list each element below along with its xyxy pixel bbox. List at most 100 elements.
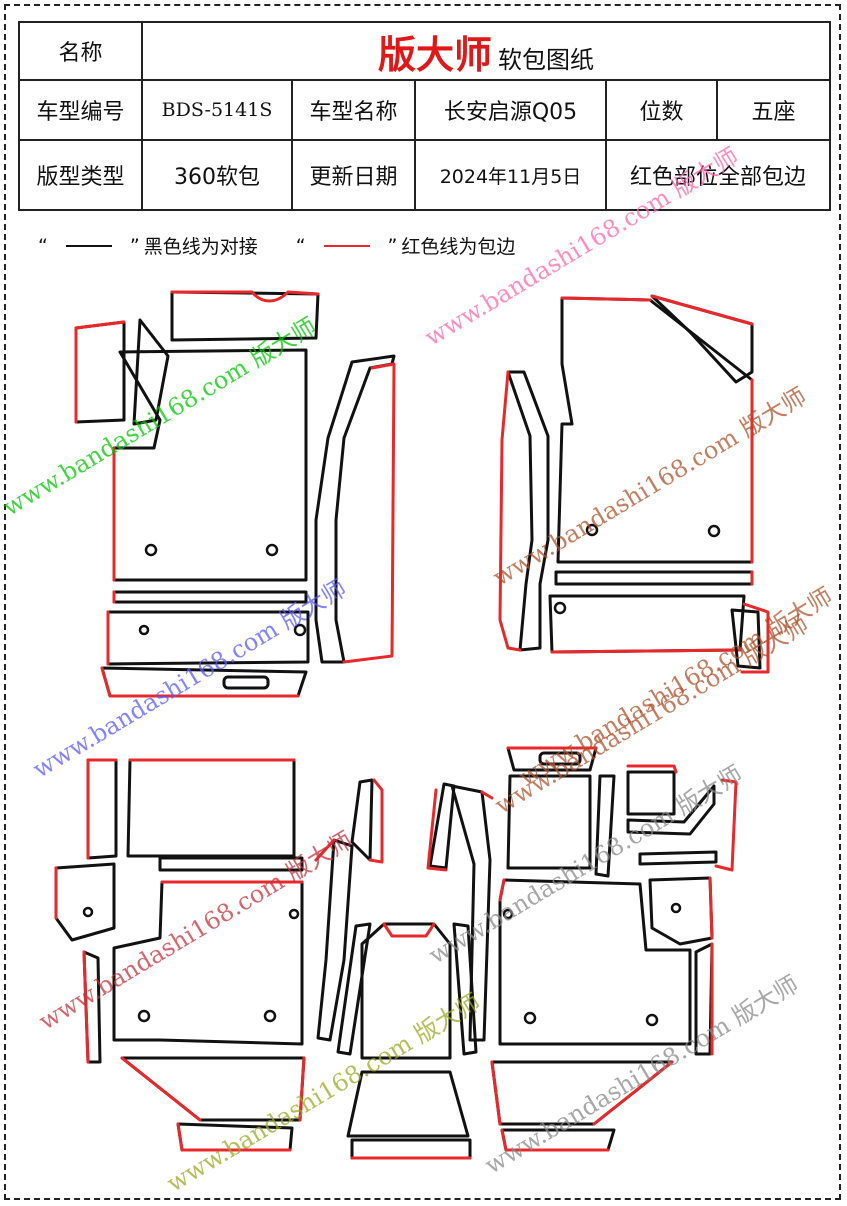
model-name-value: 长安启源Q05 xyxy=(414,79,607,141)
hole-lr-3 xyxy=(645,1013,659,1027)
update-date-label: 更新日期 xyxy=(291,139,416,211)
edge-ur-main xyxy=(560,296,754,564)
piece-ul-top xyxy=(170,290,320,342)
slot-lr-top xyxy=(538,751,582,766)
center-pieces xyxy=(336,922,478,1160)
edge-ll-narrow xyxy=(86,758,118,860)
hole-lr-2 xyxy=(523,1011,537,1025)
legend-quote-close-red: ” xyxy=(387,234,398,257)
piece-lr-diagonal xyxy=(626,784,716,836)
model-code-value: BDS-5141S xyxy=(141,79,293,141)
edge-ur-top-wedge xyxy=(650,294,754,326)
piece-ul-wedge xyxy=(132,318,170,426)
hole-ll-3 xyxy=(137,1009,151,1023)
page-border xyxy=(4,4,841,1200)
piece-ur-lower xyxy=(548,594,746,654)
legend-black-text: 黑色线为对接 xyxy=(143,236,258,258)
edge-ur-corner xyxy=(740,602,770,674)
edge-ul-pillar xyxy=(342,362,396,664)
edge-lr-pillar-1 xyxy=(426,788,448,872)
pattern-type-label: 版型类型 xyxy=(18,139,143,211)
name-label: 名称 xyxy=(18,21,143,81)
piece-ur-strip xyxy=(554,570,754,586)
piece-ul-main xyxy=(112,348,308,582)
piece-ul-lower xyxy=(106,610,310,666)
hole-lr-4 xyxy=(670,902,682,914)
edge-lr-main xyxy=(498,878,506,902)
legend-black-line xyxy=(65,244,112,247)
hole-ul-2 xyxy=(265,543,279,557)
brand-title: 版大师 xyxy=(378,32,493,77)
piece-lr-top-tab xyxy=(506,746,598,772)
piece-center-right-bar xyxy=(452,922,478,1056)
hole-ll-4 xyxy=(263,1009,277,1023)
hole-ur-2 xyxy=(707,524,721,538)
piece-center-tab xyxy=(350,1138,472,1160)
piece-ur-pillar xyxy=(506,370,550,652)
edge-lr-small-box xyxy=(626,764,678,774)
edge-ll-pillar-2 xyxy=(314,838,336,862)
edge-ll-pillar-1 xyxy=(368,778,384,864)
piece-lr-small-box xyxy=(626,770,676,816)
piece-ur-main xyxy=(556,296,754,564)
edge-lr-right-strip xyxy=(714,778,738,872)
legend-quote-close: ” xyxy=(129,234,140,257)
model-code-label: 车型编号 xyxy=(18,79,143,141)
edge-lr-side xyxy=(708,876,714,940)
edge-ll-bottom xyxy=(120,1056,306,1122)
piece-lr-bottom xyxy=(490,1060,674,1126)
piece-lr-side xyxy=(648,876,714,946)
lower-right-pieces xyxy=(426,746,738,1152)
note-value: 红色部位全部包边 xyxy=(604,139,832,211)
piece-ll-main xyxy=(112,880,304,1046)
piece-ll-top-panel xyxy=(126,758,296,858)
hole-lr-1 xyxy=(502,908,514,920)
lower-left-pieces xyxy=(54,758,384,1152)
edge-lr-bottom xyxy=(490,1060,674,1126)
info-table: 名称 版大师软包图纸 车型编号 BDS-5141S 车型名称 长安启源Q05 位… xyxy=(18,21,832,211)
legend: “ ” 黑色线为对接 “ ” 红色线为包边 xyxy=(34,232,515,259)
piece-ll-pillar-2 xyxy=(316,838,354,1042)
piece-lr-tab xyxy=(500,1128,616,1152)
piece-ul-bottom xyxy=(100,666,308,698)
legend-red-text: 红色线为包边 xyxy=(401,236,516,258)
edge-center-main xyxy=(382,922,436,938)
hole-ur-1 xyxy=(585,523,599,537)
hole-ll-1 xyxy=(82,906,94,918)
piece-center-lower xyxy=(346,1070,470,1138)
legend-quote-open: “ xyxy=(38,234,48,257)
piece-ur-corner xyxy=(730,608,762,670)
brand-subtitle: 软包图纸 xyxy=(498,45,595,74)
title-cell: 版大师软包图纸 xyxy=(140,21,832,81)
edge-ul-left-small xyxy=(74,320,126,424)
piece-ll-bottom xyxy=(120,1056,306,1122)
hole-ll-2 xyxy=(288,908,300,920)
hole-ur-3 xyxy=(553,601,567,615)
piece-center-left-bar xyxy=(336,922,372,1056)
edge-ll-tab xyxy=(176,1122,292,1152)
piece-lr-pillar-2 xyxy=(450,784,492,1042)
piece-center-main xyxy=(360,922,452,1060)
hole-ul-3 xyxy=(138,624,150,636)
edge-ur-pillar xyxy=(498,370,522,652)
legend-quote-open-red: “ xyxy=(295,234,306,257)
piece-lr-edge-strip xyxy=(694,942,714,1056)
piece-ul-pillar xyxy=(314,354,396,664)
legend-red-line xyxy=(323,244,370,247)
piece-lr-upper xyxy=(506,774,592,870)
piece-ll-tab xyxy=(176,1122,294,1152)
piece-lr-main xyxy=(498,878,692,1046)
edge-ul-top xyxy=(170,290,320,303)
edge-lr-tab xyxy=(500,1128,610,1152)
seats-value: 五座 xyxy=(715,79,832,141)
hole-ul-4 xyxy=(293,623,307,637)
upper-right-pieces xyxy=(498,294,770,674)
piece-ll-pillar-1 xyxy=(350,778,374,862)
slot-ul-bottom xyxy=(222,675,270,690)
piece-ll-narrow xyxy=(86,758,118,860)
edge-ll-edge-strip xyxy=(82,950,90,1064)
piece-ll-strip xyxy=(158,856,304,872)
piece-ul-strip-1 xyxy=(112,590,308,604)
piece-lr-right-strip xyxy=(638,850,718,866)
